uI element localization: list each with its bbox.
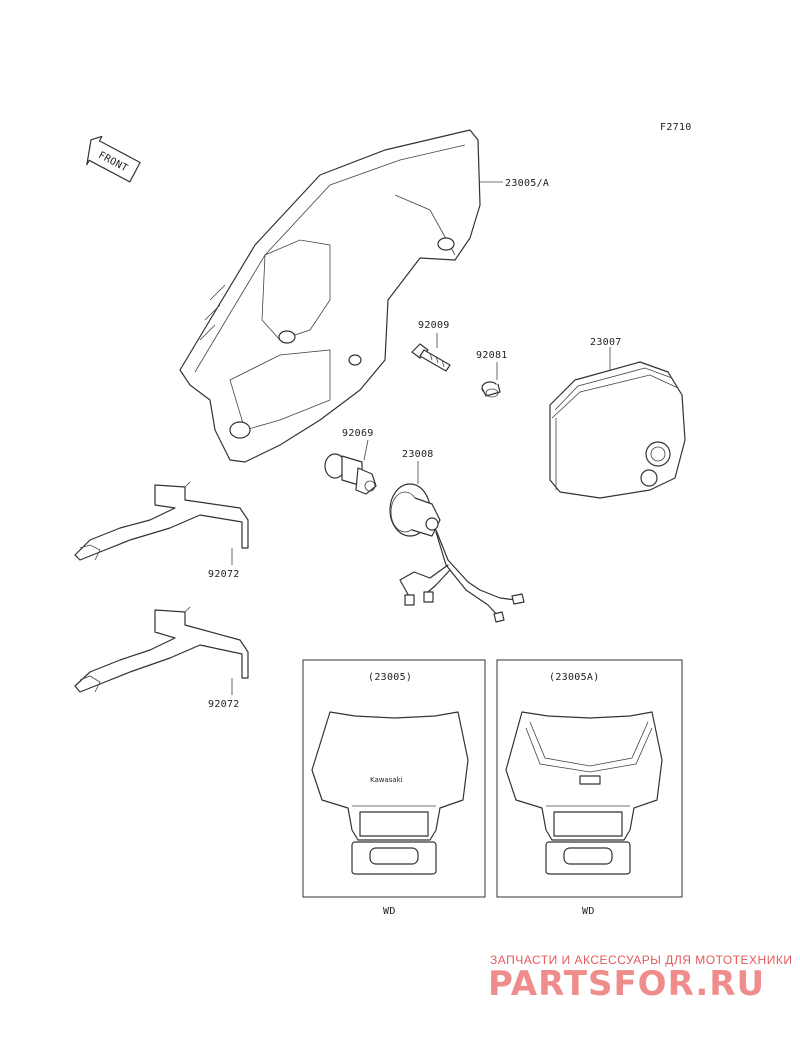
callout-23008: 23008 (402, 449, 434, 460)
watermark-logo: PARTSFOR.RU (488, 964, 765, 1004)
callout-92072-lower: 92072 (208, 699, 240, 710)
grommet (481, 381, 501, 398)
variant-model: WD (582, 906, 595, 917)
callout-92072-upper: 92072 (208, 569, 240, 580)
bulb (324, 453, 377, 495)
figure-code: F2710 (660, 122, 692, 133)
callout-23005a: 23005/A (505, 178, 549, 189)
stay-bracket-upper (74, 481, 249, 561)
variant-code: (23005) (368, 672, 412, 683)
watermark-tagline: ЗАПЧАСТИ И АКСЕССУАРЫ ДЛЯ МОТОТЕХНИКИ (490, 953, 792, 967)
variant-panel-23005: (23005) Kawasaki WD (302, 659, 486, 917)
watermark: ЗАПЧАСТИ И АКСЕССУАРЫ ДЛЯ МОТОТЕХНИКИ PA… (488, 953, 792, 1004)
callout-92009: 92009 (418, 320, 450, 331)
variant-code: (23005A) (549, 672, 600, 683)
callout-92069: 92069 (342, 428, 374, 439)
bolt (411, 343, 451, 372)
variant-model: WD (383, 906, 396, 917)
callout-92081: 92081 (476, 350, 508, 361)
headlight-housing (179, 129, 481, 463)
callout-23007: 23007 (590, 337, 622, 348)
bulb-socket (389, 483, 525, 623)
variant-panel-23005a: (23005A) WD (496, 659, 683, 917)
stay-bracket-lower (74, 606, 249, 693)
headlight-lens-unit (549, 361, 686, 499)
front-arrow-icon: FRONT (86, 135, 141, 183)
variant-logo-text: Kawasaki (370, 776, 403, 784)
